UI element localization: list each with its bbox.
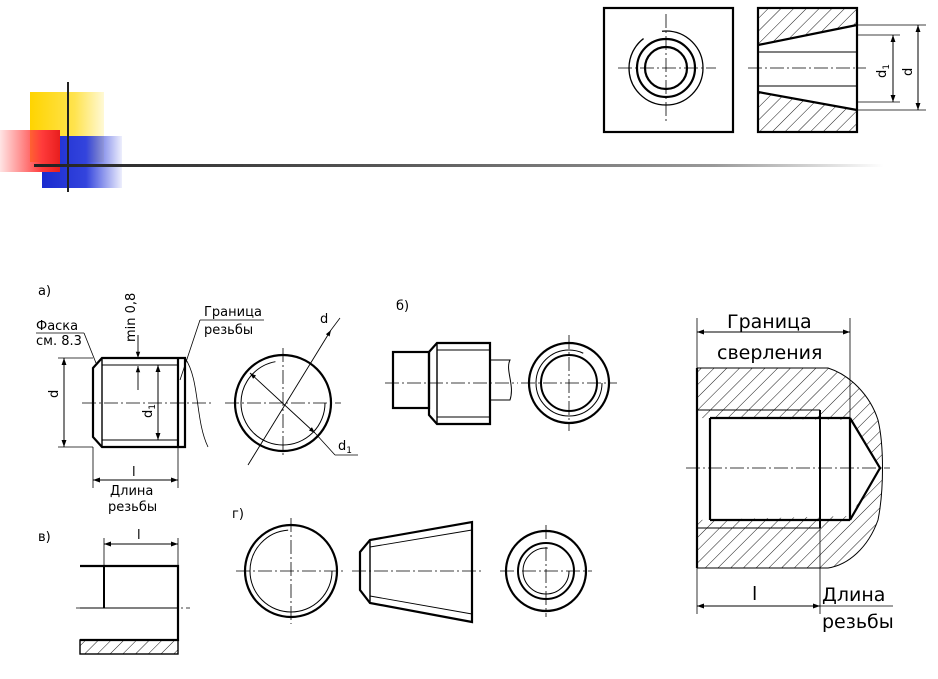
- fig-v-tag: в): [38, 530, 51, 545]
- right-length-2: резьбы: [822, 611, 894, 633]
- fig-b-nut-side: [385, 341, 518, 426]
- fig-g-tag: г): [232, 507, 244, 522]
- fig-a-boundary-2: резьбы: [204, 323, 253, 338]
- fig-g-taper: [352, 520, 482, 624]
- fig-v-dim-l: l: [137, 528, 141, 543]
- fig-a-bolt-side: d d1 min 0,8 Фаска см. 8.3 Граница резьб…: [36, 293, 264, 515]
- top-hole-section-view: d1 d: [748, 6, 926, 134]
- fig-g-end: [500, 525, 592, 617]
- fig-a-chamfer-1: Фаска: [36, 319, 78, 334]
- right-dim-l: l: [752, 583, 757, 605]
- top-dim-d: d: [901, 68, 916, 76]
- top-hole-front-view: [602, 6, 735, 134]
- fig-a-bolt-end: d d1: [225, 312, 358, 466]
- fig-a-min: min 0,8: [124, 293, 139, 342]
- right-length-1: Длина: [822, 584, 885, 606]
- top-dim-d1: d1: [875, 64, 892, 78]
- fig-a-chamfer-2: см. 8.3: [36, 334, 82, 349]
- fig-a-length-1: Длина: [110, 484, 153, 499]
- fig-v-part: l: [76, 528, 190, 655]
- fig-b-nut-end: [521, 335, 617, 431]
- fig-a-circle-d1: d1: [338, 439, 352, 456]
- fig-a-dim-l: l: [132, 465, 136, 480]
- fig-a-length-2: резьбы: [108, 500, 157, 515]
- fig-a-dim-d1: d1: [141, 404, 158, 418]
- fig-a-dim-d: d: [47, 390, 62, 398]
- fig-a-tag: а): [38, 284, 51, 299]
- fig-b-tag: б): [396, 299, 409, 314]
- fig-a-circle-d: d: [320, 312, 328, 327]
- right-drill-boundary-1: Граница: [727, 311, 812, 333]
- blind-hole-section: Граница сверления l Длина резьбы: [686, 311, 894, 633]
- fig-a-boundary-1: Граница: [204, 305, 262, 320]
- title-rule: [34, 164, 884, 167]
- right-drill-boundary-2: сверления: [717, 342, 822, 364]
- corner-vertical-line: [67, 82, 69, 192]
- fig-g-circle: [236, 518, 346, 624]
